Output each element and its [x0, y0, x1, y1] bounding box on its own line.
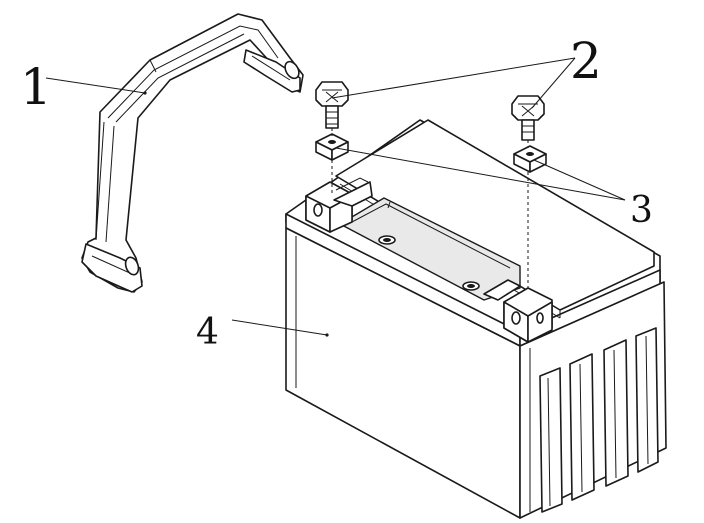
left-nut [315, 133, 349, 161]
right-nut [513, 145, 547, 173]
callout-4: 4 [196, 312, 219, 353]
leader-battery [231, 319, 328, 336]
right-terminal [483, 279, 553, 343]
left-terminal [305, 177, 373, 233]
assembly-center-lines [331, 128, 529, 292]
leader-nut-right [533, 159, 626, 201]
leader-bolt-left [331, 57, 576, 99]
callout-2: 2 [570, 32, 602, 90]
retaining-strap [81, 13, 304, 293]
leader-nut-left [335, 147, 626, 201]
callout-3: 3 [630, 190, 653, 231]
leader-bolt-right [531, 57, 576, 109]
leader-lines [45, 57, 626, 336]
battery-body [285, 119, 667, 519]
leader-strap [45, 77, 146, 94]
callout-1: 1 [20, 58, 52, 116]
left-bolt [315, 81, 349, 129]
right-bolt [511, 95, 545, 141]
